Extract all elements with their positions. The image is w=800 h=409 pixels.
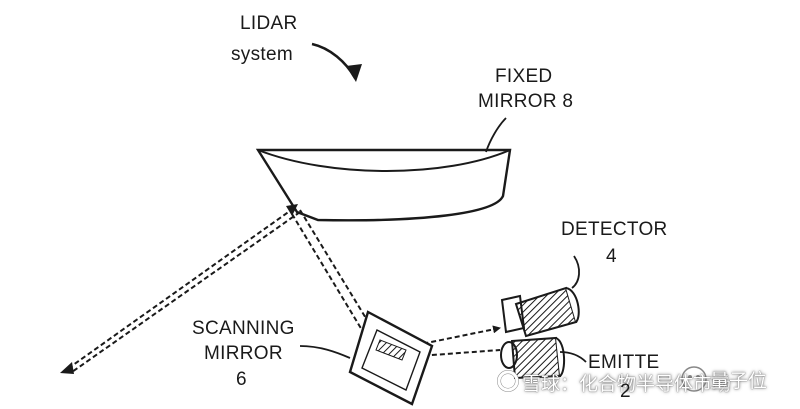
fixed-mirror-label-line2: MIRROR 8 (478, 91, 574, 112)
wechat-icon (681, 366, 707, 392)
fixed-mirror-leader (485, 117, 507, 153)
detector-label-line1: DETECTOR (561, 219, 668, 240)
fixed-mirror-label-line1: FIXED (495, 66, 553, 87)
title-line1: LIDAR (240, 13, 298, 34)
detector-icon (500, 286, 580, 338)
title-arrow (311, 42, 357, 79)
fixed-mirror (255, 148, 512, 222)
far-field-arrowhead (60, 362, 74, 374)
emitter-icon (500, 336, 566, 380)
scanning-mirror-label-line2: MIRROR (204, 343, 283, 364)
emitter-leader (559, 351, 587, 363)
detector-leader (571, 255, 580, 289)
scanning-mirror-label-line1: SCANNING (192, 318, 295, 339)
title-arrowhead (346, 64, 362, 82)
scanning-mirror (348, 310, 434, 406)
emitter-label-line2: 2 (620, 381, 631, 402)
scanning-mirror-leader (299, 345, 351, 359)
watermark-logo (497, 370, 519, 392)
emitter-label-line1: EMITTE (588, 352, 660, 373)
watermark-brand: 量子位 (710, 370, 768, 392)
watermark-text: 雪球：化合物半导体市场 (522, 373, 732, 395)
detector-label-line2: 4 (606, 246, 617, 267)
scanning-mirror-label-line3: 6 (236, 369, 247, 390)
beam-paths (65, 207, 501, 373)
title-line2: system (231, 44, 293, 65)
fixed-mirror-arrowhead (286, 204, 298, 216)
